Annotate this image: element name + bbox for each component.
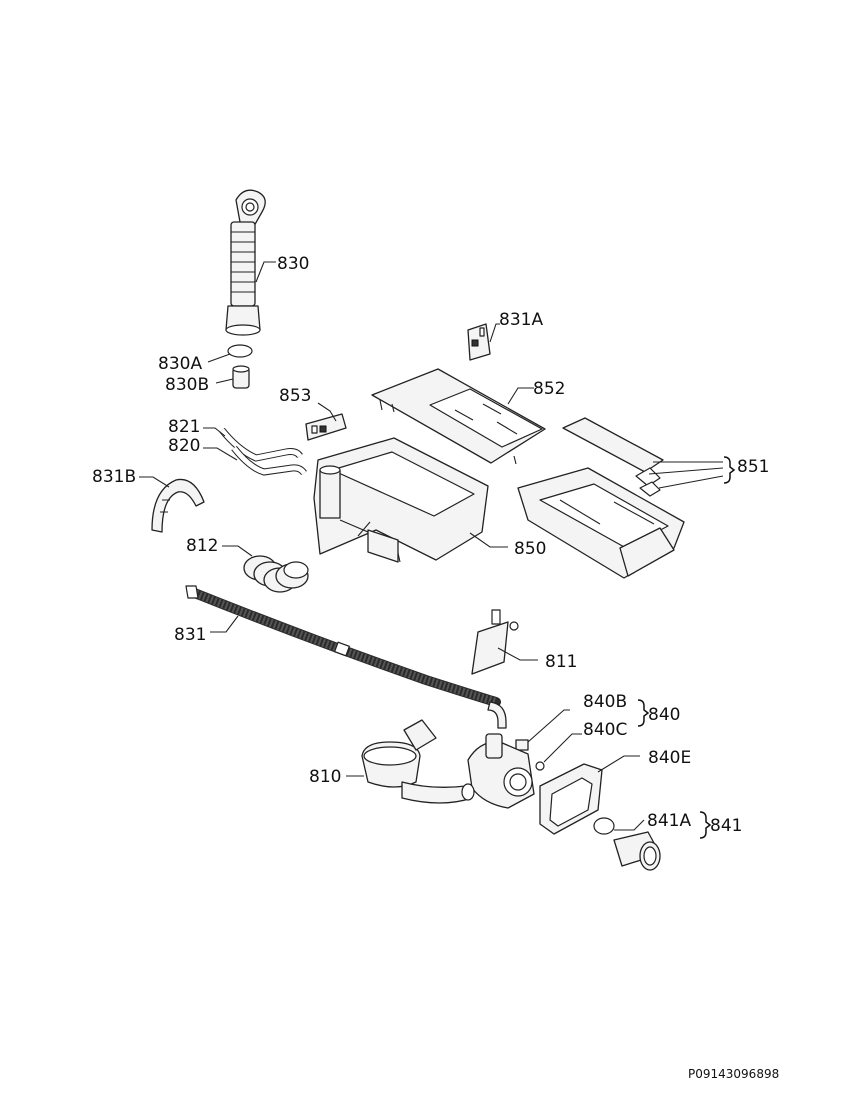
drawing-code: P09143096898 bbox=[688, 1067, 779, 1081]
label-811: 811 bbox=[545, 652, 577, 672]
label-840c: 840C bbox=[583, 720, 627, 740]
leader-812 bbox=[222, 545, 253, 557]
label-851: 851 bbox=[737, 457, 769, 477]
label-840e: 840E bbox=[648, 748, 691, 768]
part-840e-cover bbox=[539, 763, 603, 835]
leader-820 bbox=[203, 447, 238, 461]
label-840b: 840B bbox=[583, 692, 627, 712]
label-830b: 830B bbox=[165, 375, 209, 395]
part-853-bracket bbox=[305, 413, 347, 441]
label-840: 840 bbox=[648, 705, 680, 725]
leader-840e bbox=[597, 755, 640, 773]
part-851-drawer bbox=[517, 417, 685, 579]
brace-851 bbox=[723, 456, 736, 484]
part-831a-clip bbox=[467, 323, 491, 361]
leader-851 bbox=[648, 461, 724, 489]
part-840c bbox=[535, 761, 545, 771]
leader-830 bbox=[255, 261, 276, 283]
label-821: 821 bbox=[168, 417, 200, 437]
label-853: 853 bbox=[279, 386, 311, 406]
label-820: 820 bbox=[168, 436, 200, 456]
part-831b-guide bbox=[151, 478, 205, 533]
part-841a-ring bbox=[593, 817, 615, 835]
label-810: 810 bbox=[309, 767, 341, 787]
label-841a: 841A bbox=[647, 811, 691, 831]
leader-821 bbox=[203, 427, 226, 437]
part-840-pump-body bbox=[467, 733, 535, 809]
part-840b bbox=[515, 739, 529, 751]
leader-830b bbox=[215, 378, 234, 384]
part-850-dispenser-housing bbox=[313, 437, 489, 563]
part-821-820-hoses bbox=[219, 427, 307, 476]
label-830a: 830A bbox=[158, 354, 202, 374]
label-831a: 831A bbox=[499, 310, 543, 330]
part-830b-sleeve bbox=[232, 365, 250, 389]
leader-831 bbox=[210, 615, 239, 633]
leader-811 bbox=[497, 647, 538, 661]
label-852: 852 bbox=[533, 379, 565, 399]
leader-853 bbox=[317, 402, 337, 422]
part-830-drain-hose bbox=[225, 189, 266, 336]
label-831: 831 bbox=[174, 625, 206, 645]
label-831b: 831B bbox=[92, 467, 136, 487]
leader-850 bbox=[469, 532, 508, 548]
label-812: 812 bbox=[186, 536, 218, 556]
label-850: 850 bbox=[514, 539, 546, 559]
part-811-connector bbox=[471, 609, 519, 675]
leader-831a bbox=[489, 323, 500, 343]
label-830: 830 bbox=[277, 254, 309, 274]
leader-830a bbox=[207, 353, 231, 363]
part-810-sump bbox=[361, 719, 475, 804]
leader-841a bbox=[614, 819, 645, 831]
leader-840c bbox=[543, 733, 582, 763]
leader-831b bbox=[139, 476, 170, 488]
part-852-cover bbox=[371, 368, 546, 465]
part-841-filter bbox=[613, 831, 661, 871]
leader-852 bbox=[507, 387, 534, 405]
brace-840 bbox=[637, 699, 650, 727]
label-841: 841 bbox=[710, 816, 742, 836]
part-812-bellows bbox=[243, 555, 309, 593]
brace-841 bbox=[699, 811, 712, 839]
part-830a-ring bbox=[227, 344, 253, 358]
leader-840b bbox=[527, 709, 570, 743]
part-831-long-hose bbox=[185, 585, 507, 729]
